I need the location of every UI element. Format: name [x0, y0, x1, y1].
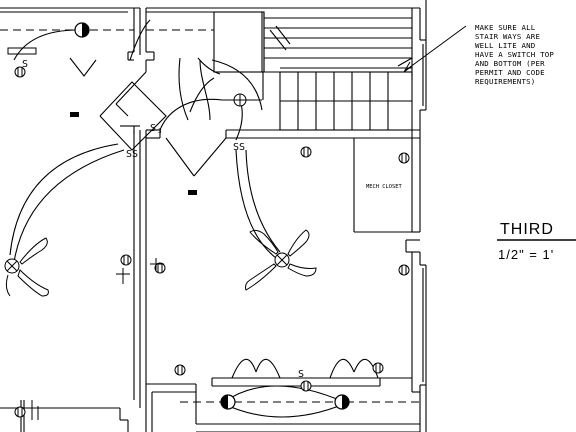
- right-exterior-wall: [405, 0, 427, 432]
- wall-outlet-8: [300, 380, 312, 392]
- wall-outlet-1: [14, 66, 26, 78]
- light-fixture-top-left: [74, 22, 90, 38]
- ceiling-fan-left: [4, 237, 49, 297]
- stair-note-line-6: PERMIT AND CODE: [475, 68, 545, 77]
- drawing-title: THIRD: [500, 221, 554, 238]
- wall-outlet-6: [398, 264, 410, 276]
- switch-label-pair-left: SS: [126, 149, 138, 160]
- stair: [213, 11, 413, 131]
- stair-note-leader: [403, 25, 467, 73]
- light-fixture-bottom-left: [220, 394, 236, 410]
- wall-outlet-5: [398, 152, 410, 164]
- wall-outlet-11: [14, 406, 26, 418]
- smoke-detector-left: [70, 112, 79, 117]
- wiring-arcs: [9, 29, 345, 418]
- mech-closet: [353, 138, 412, 233]
- wall-outlet-9: [372, 362, 384, 374]
- stair-note-line-5: AND BOTTOM (PER: [475, 59, 545, 68]
- outlet-ticks: [31, 258, 164, 420]
- switch-label-door-subscript: 3: [158, 128, 162, 135]
- switch-label-bottom: S: [298, 369, 304, 380]
- dashed-circuits: [0, 29, 420, 403]
- drawing-scale: 1/2" = 1': [498, 247, 554, 262]
- switch-label-top-left: S: [22, 59, 28, 70]
- wall-outlet-4: [300, 146, 312, 158]
- wall-outlet-10: [233, 93, 247, 107]
- ceiling-fan-center: [245, 229, 317, 291]
- closet-door-arcs: [69, 57, 379, 379]
- switch-label-pair-center: SS: [233, 142, 245, 153]
- stair-note-line-7: REQUIREMENTS): [475, 77, 535, 86]
- switch-label-door: S: [150, 123, 156, 134]
- wall-outlet-7: [174, 364, 186, 376]
- wall-bracket-top-left: [7, 47, 37, 55]
- smoke-detector-center: [188, 190, 197, 195]
- stair-note: MAKE SURE ALL STAIR WAYS ARE WELL LITE A…: [475, 23, 559, 86]
- light-fixture-bottom-right: [334, 394, 350, 410]
- stair-note-line-3: WELL LITE AND: [475, 41, 535, 50]
- mech-closet-label: MECH CLOSET: [366, 184, 402, 190]
- stair-note-line-1: MAKE SURE ALL: [475, 23, 536, 32]
- wall-outlet-2: [120, 254, 132, 266]
- wall-outlet-3: [154, 262, 166, 274]
- stair-note-line-4: HAVE A SWITCH TOP: [475, 50, 554, 59]
- stair-note-line-2: STAIR WAYS ARE: [475, 32, 540, 41]
